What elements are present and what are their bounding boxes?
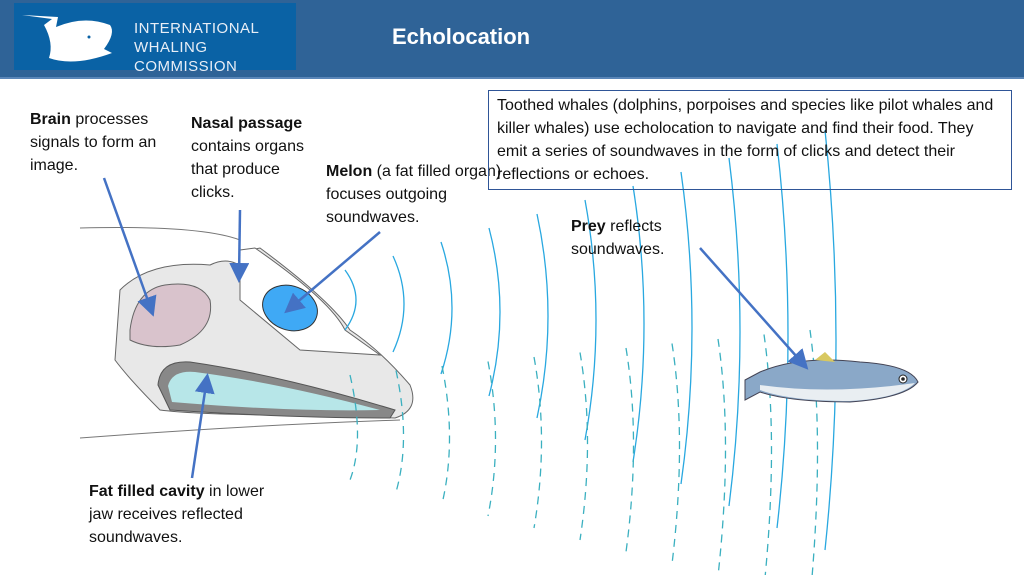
fat-arrow [190,373,215,479]
outgoing-wave [776,143,789,529]
whale-logo-icon [22,15,112,62]
nasal-arrow [229,209,250,283]
label-brain: Brain processes signals to form an image… [30,111,157,174]
page-title: Echolocation [392,24,531,49]
pointer-arrows [102,177,809,479]
label-prey: Prey reflects soundwaves. [571,218,665,258]
label-melon: Melon (a fat filled organ) focuses outgo… [326,163,502,226]
reflected-wave [809,329,819,575]
reflected-wave [579,352,589,541]
reflected-wave [533,356,543,529]
info-box: Toothed whales (dolphins, porpoises and … [488,90,1012,190]
reflected-wave [349,374,359,481]
reflected-wave [625,347,635,553]
outgoing-wave [392,255,405,353]
reflected-wave [441,365,451,505]
header-bar: INTERNATIONAL WHALING COMMISSION Echoloc… [0,0,1024,79]
reflected-wave [487,361,497,517]
logo-line1: INTERNATIONAL [134,20,260,37]
outgoing-wave [536,213,549,419]
outgoing-wave [344,269,357,331]
reflected-wave [763,334,773,575]
melon-arrow [284,231,381,314]
prey-arrow [699,247,809,370]
iwc-logo: INTERNATIONAL WHALING COMMISSION [14,3,296,75]
label-fat-filled-cavity: Fat filled cavity in lower jaw receives … [89,483,265,546]
outgoing-wave [728,157,741,507]
reflected-wave [671,343,681,565]
whale-outline [79,227,401,439]
prey-fish [744,352,919,403]
outgoing-wave [680,171,693,485]
outgoing-wave [824,129,837,551]
soundwaves [344,129,837,575]
outgoing-wave [584,199,597,441]
outgoing-wave [632,185,645,463]
outgoing-wave [488,227,501,397]
skull [114,247,414,419]
logo-line2: WHALING COMMISSION [134,39,238,75]
label-nasal-passage: Nasal passage contains organs that produ… [191,115,304,201]
brain-arrow [102,177,157,317]
reflected-wave [395,370,405,493]
reflected-wave [717,338,727,575]
outgoing-wave [440,241,453,375]
